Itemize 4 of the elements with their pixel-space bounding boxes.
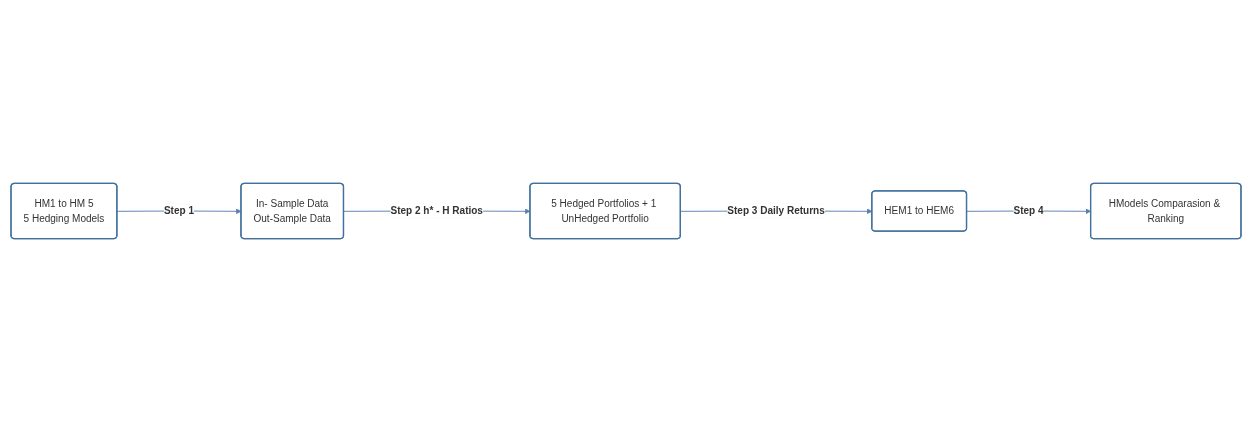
edge-label: Step 3 Daily Returns	[727, 204, 825, 216]
edge-label: Step 2 h* - H Ratios	[390, 204, 483, 216]
edge-label: Step 1	[163, 204, 194, 216]
edge-label: Step 4	[1013, 204, 1044, 216]
